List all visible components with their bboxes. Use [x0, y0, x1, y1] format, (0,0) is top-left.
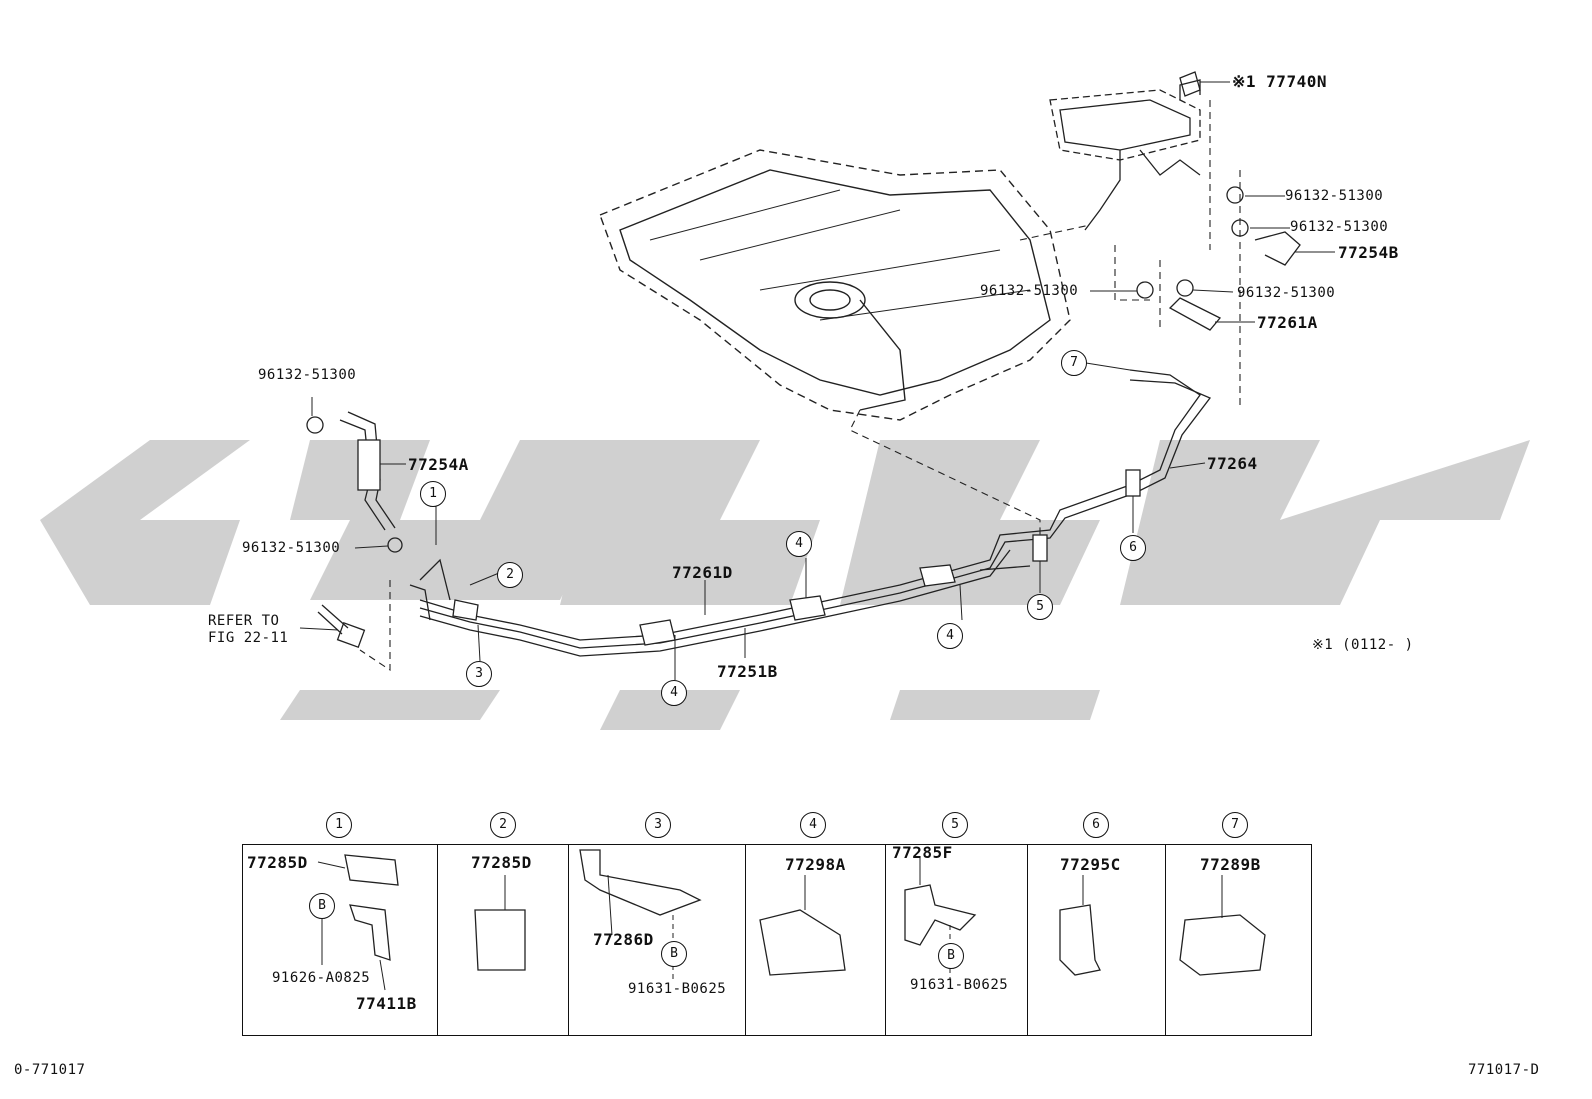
callout-6: 6 [1120, 535, 1146, 561]
label-clip-b: 96132-51300 [1290, 219, 1389, 235]
footer-left-code: 0-771017 [14, 1062, 86, 1078]
detail3-part-77286D: 77286D [593, 930, 654, 949]
detail-num-6: 6 [1083, 812, 1109, 838]
callout-5: 5 [1027, 594, 1053, 620]
label-77261D: 77261D [672, 563, 733, 582]
charcoal-canister [1049, 79, 1201, 231]
label-77740N: ※1 77740N [1232, 72, 1327, 91]
detail4-part-77298A: 77298A [785, 855, 846, 874]
detail2-part-77285D: 77285D [471, 853, 532, 872]
label-clip-e: 96132-51300 [258, 367, 357, 383]
detail-num-5: 5 [942, 812, 968, 838]
detail-num-1: 1 [326, 812, 352, 838]
pipe-clamps [452, 469, 1141, 646]
detail-num-4: 4 [800, 812, 826, 838]
label-clip-f: 96132-51300 [242, 540, 341, 556]
label-refer-2: FIG 22-11 [208, 630, 289, 646]
label-clip-d: 96132-51300 [1237, 285, 1336, 301]
detail5-part-91631: 91631-B0625 [910, 977, 1009, 993]
callout-7: 7 [1061, 350, 1087, 376]
label-clip-c: 96132-51300 [980, 283, 1079, 299]
callout-2: 2 [497, 562, 523, 588]
detail6-part-77295C: 77295C [1060, 855, 1121, 874]
detail-leaders [317, 858, 1223, 991]
detail1-part-77285D: 77285D [247, 853, 308, 872]
detail5-bolt-marker: B [938, 943, 964, 969]
watermark-logo [40, 440, 1530, 730]
label-77251B: 77251B [717, 662, 778, 681]
detail-num-3: 3 [645, 812, 671, 838]
detail-parts-table [242, 844, 1312, 1036]
label-clip-a: 96132-51300 [1285, 188, 1384, 204]
detail1-part-91626: 91626-A0825 [272, 970, 371, 986]
detail3-part-91631: 91631-B0625 [628, 981, 727, 997]
hoses-right [1136, 71, 1301, 331]
label-77254A: 77254A [408, 455, 469, 474]
detail1-bolt-marker: B [309, 893, 335, 919]
detail-cell-4 [746, 844, 886, 1036]
detail7-part-77289B: 77289B [1200, 855, 1261, 874]
callout-4c: 4 [661, 680, 687, 706]
detail5-part-77285F: 77285F [892, 843, 953, 862]
detail-num-7: 7 [1222, 812, 1248, 838]
footer-right-code: 771017-D [1468, 1062, 1540, 1078]
callout-4b: 4 [937, 623, 963, 649]
detail1-part-77411B: 77411B [356, 994, 417, 1013]
detail-cell-6 [1028, 844, 1166, 1036]
detail-sketches [344, 849, 1266, 976]
detail-cell-5 [886, 844, 1028, 1036]
label-77254B: 77254B [1338, 243, 1399, 262]
fuel-pipes [409, 369, 1212, 657]
callout-4a: 4 [786, 531, 812, 557]
refer-connector [317, 604, 366, 649]
leader-lines [359, 100, 1241, 672]
solid-leaders [299, 81, 1335, 680]
label-77261A: 77261A [1257, 313, 1318, 332]
label-77264: 77264 [1207, 454, 1258, 473]
callout-3: 3 [466, 661, 492, 687]
detail-cell-1 [242, 844, 438, 1036]
callout-1: 1 [420, 481, 446, 507]
label-note: ※1 (0112- ) [1312, 637, 1414, 653]
label-refer-1: REFER TO [208, 613, 280, 629]
detail3-bolt-marker: B [661, 941, 687, 967]
detail-cell-3 [569, 844, 746, 1036]
detail-num-2: 2 [490, 812, 516, 838]
fuel-tank [599, 149, 1071, 421]
detail-cell-2 [438, 844, 569, 1036]
hose-77254A [306, 411, 403, 553]
